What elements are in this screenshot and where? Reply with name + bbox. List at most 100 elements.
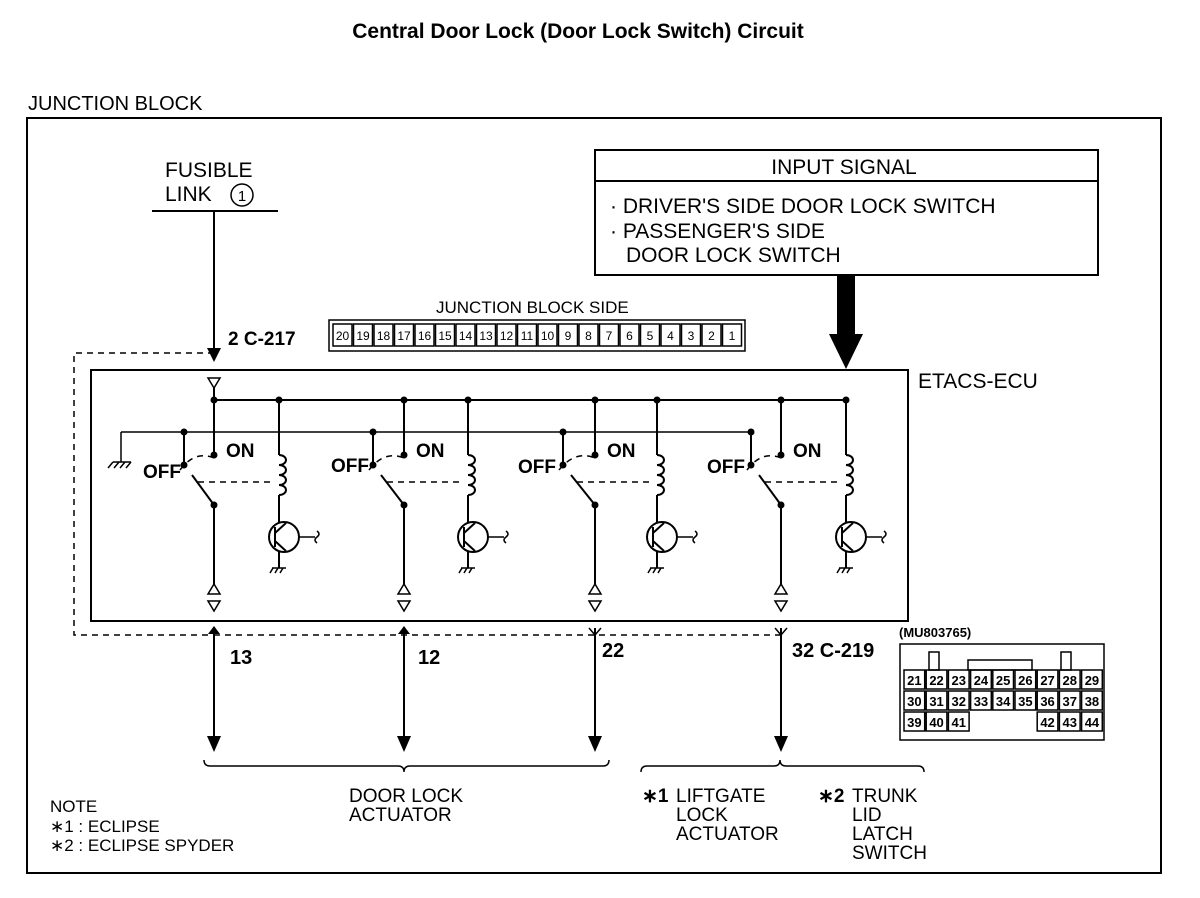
c219-pin-number: 44 <box>1085 715 1100 730</box>
input-signal-item-1: · DRIVER'S SIDE DOOR LOCK SWITCH <box>610 195 996 218</box>
c219-pin-cell <box>992 669 1015 690</box>
relay-link-arc <box>558 455 596 471</box>
c219-pin-number: 37 <box>1063 694 1077 709</box>
c219-pin-number: 35 <box>1018 694 1032 709</box>
input-signal-header: INPUT SIGNAL <box>771 156 916 179</box>
trunk-label-1: TRUNK <box>852 786 918 807</box>
switch-on-label: ON <box>793 441 822 462</box>
c219-pin-number: 40 <box>929 715 943 730</box>
c219-outer <box>899 643 1105 741</box>
etacs-ecu-label: ETACS-ECU <box>918 370 1038 393</box>
c219-key-left <box>928 651 940 671</box>
output-terminal-down <box>587 600 603 613</box>
ground-hatch-4 <box>125 461 132 469</box>
output-terminal-up <box>396 582 412 595</box>
c219-pin-number: 36 <box>1040 694 1054 709</box>
switch-off-label: OFF <box>331 456 369 477</box>
output-arrow <box>207 736 221 752</box>
junction-block-side-label: JUNCTION BLOCK SIDE <box>436 298 629 317</box>
signal-squiggle <box>692 530 698 544</box>
transistor-collector <box>463 522 476 534</box>
liftgate-label-3: ACTUATOR <box>676 824 779 845</box>
input-signal-arrow-head <box>829 334 863 369</box>
c219-pin-number: 42 <box>1040 715 1054 730</box>
note-line-2: ∗2 : ECLIPSE SPYDER <box>50 836 234 855</box>
c219-key-center <box>967 659 1033 671</box>
c219-pin-number: 31 <box>929 694 943 709</box>
c219-pin-cell <box>947 690 970 711</box>
c219-pin-cell <box>903 711 926 732</box>
c217-pin-number: 19 <box>356 329 370 343</box>
pin-22-label: 22 <box>602 640 624 662</box>
junction-block-label: JUNCTION BLOCK <box>28 93 203 115</box>
transistor-collector <box>274 522 287 534</box>
ground-hatch <box>657 567 662 574</box>
ground-hatch <box>468 567 473 574</box>
c217-pin-cell <box>537 323 558 347</box>
c217-pin-number: 5 <box>647 329 654 343</box>
output-terminal-up <box>587 582 603 595</box>
switch-on-contact <box>591 451 599 459</box>
c219-pin-cell <box>947 711 970 732</box>
door-lock-actuator-label-2: ACTUATOR <box>349 805 452 826</box>
c217-pin-number: 16 <box>418 329 432 343</box>
junction-dashed-boundary <box>73 352 214 636</box>
c219-pin-cell <box>969 690 993 711</box>
fusible-link-number: 1 <box>238 188 246 205</box>
c217-pin-number: 20 <box>336 329 350 343</box>
ground-hatch <box>652 567 657 574</box>
door-lock-actuator-label-1: DOOR LOCK <box>349 786 463 807</box>
switch-off-label: OFF <box>518 457 556 478</box>
ground-hatch <box>458 567 463 574</box>
c217-pin-number: 6 <box>626 329 633 343</box>
c217-pin-label: 2 C-217 <box>228 329 296 350</box>
c217-pin-number: 14 <box>459 329 473 343</box>
c219-pin-cell <box>992 690 1015 711</box>
switch-arm <box>570 474 596 506</box>
c219-pin-cell <box>1014 669 1037 690</box>
c217-pin-cell <box>721 323 743 347</box>
c217-pin-number: 8 <box>585 329 592 343</box>
input-signal-arrow-shaft <box>837 276 855 336</box>
transistor-emitter <box>652 540 665 552</box>
note-line-1: ∗1 : ECLIPSE <box>50 817 160 836</box>
c217-pin-cell <box>701 323 722 347</box>
connector-pin-mark <box>774 627 788 637</box>
c219-pin-number: 38 <box>1085 694 1099 709</box>
transistor-body <box>835 521 867 553</box>
c217-pin-number: 13 <box>479 329 493 343</box>
c217-pin-cell <box>373 323 394 347</box>
relay-coil <box>845 454 854 496</box>
c217-pin-cell <box>393 323 415 347</box>
c219-pin-number: 41 <box>952 715 966 730</box>
c217-pin-number: 2 <box>708 329 715 343</box>
transistor-collector <box>841 522 854 534</box>
c219-pin-cell <box>1036 669 1059 690</box>
c217-pin-number: 1 <box>729 329 736 343</box>
c219-pin-number: 29 <box>1085 673 1099 688</box>
ground-hatch-3 <box>119 461 126 469</box>
ecu-input-terminal <box>206 377 222 390</box>
c219-pin-cell <box>1014 690 1037 711</box>
signal-squiggle <box>503 530 509 544</box>
c217-pin-number: 10 <box>541 329 555 343</box>
ground-hatch <box>836 567 841 574</box>
switch-arm <box>191 474 215 506</box>
c217-pin-number: 4 <box>667 329 674 343</box>
trunk-label-4: SWITCH <box>852 843 927 864</box>
trunk-label-2: LID <box>852 805 882 826</box>
pin-13-label: 13 <box>230 647 252 669</box>
transistor-emitter <box>463 540 476 552</box>
input-signal-item-2b: DOOR LOCK SWITCH <box>626 244 841 267</box>
connector-pin-mark <box>588 627 602 637</box>
c219-pin-number: 26 <box>1018 673 1032 688</box>
c219-pin-cell <box>1080 669 1104 690</box>
output-terminal-up <box>206 582 222 595</box>
ground-hatch <box>463 567 468 574</box>
ground-hatch <box>269 567 274 574</box>
fusible-link-label-1: FUSIBLE <box>165 159 253 182</box>
signal-squiggle <box>314 530 320 544</box>
c217-pin-cell <box>619 323 640 347</box>
connector-pin-mark <box>398 626 410 634</box>
